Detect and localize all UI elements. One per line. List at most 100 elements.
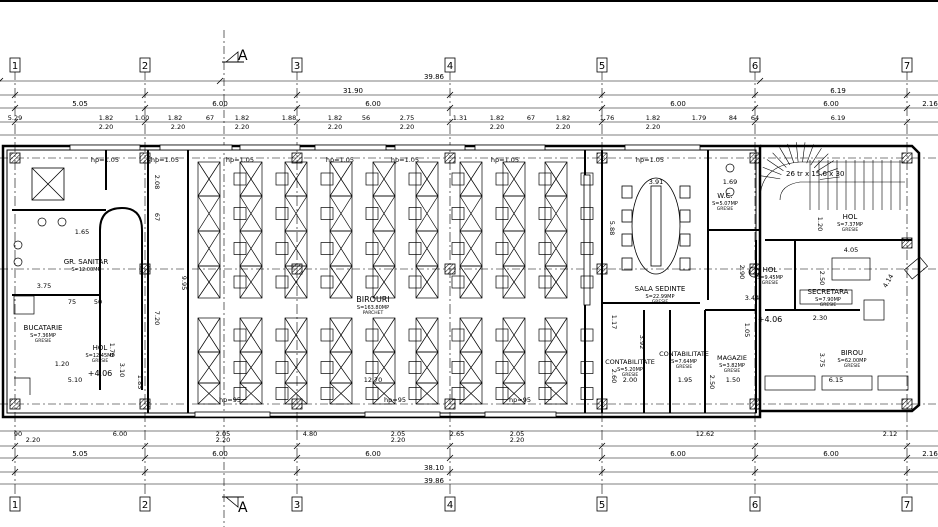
dim-row3-sub-top: 2.20: [99, 123, 113, 131]
window-top: [239, 144, 301, 151]
room-area: S=12.00MP: [71, 267, 100, 273]
dim-row3-sub-top: 2.20: [235, 123, 249, 131]
interior-dim: 2.50: [708, 375, 716, 389]
chair: [451, 328, 465, 342]
sill-label: hp=1.05: [326, 156, 354, 164]
sill-label: hp=1.05: [151, 156, 179, 164]
office-desks: [197, 161, 594, 405]
interior-dim: 3.91: [649, 178, 663, 186]
dim-row2-top: 6.00: [212, 100, 228, 108]
room-finish: GRESIE: [762, 280, 779, 286]
interior-dim: 1.50: [726, 376, 740, 384]
chair: [320, 172, 334, 186]
chair: [320, 207, 334, 220]
dim-row1-bottom: 90: [14, 430, 22, 438]
sill-label: hp=1.05: [91, 156, 119, 164]
sill-label: hp=1.05: [226, 156, 254, 164]
room-area: S=7.90MP: [815, 297, 841, 303]
axis-label-box: [749, 57, 761, 73]
windows: [69, 144, 701, 418]
interior-dim: 50: [94, 298, 102, 306]
column: [749, 263, 761, 275]
chair: [320, 361, 334, 374]
chair: [275, 361, 289, 374]
room-area: S=62.00MP: [837, 358, 866, 364]
axis-label: 5: [599, 500, 605, 511]
chair: [495, 328, 509, 342]
dim-row1-bottom: 2.05: [391, 430, 405, 438]
sill-label: hp=1.05: [491, 156, 519, 164]
room-area: S=7.64MP: [671, 359, 697, 365]
dim-right-total-top: 6.19: [830, 87, 846, 95]
dim-row3-top: 1.31: [453, 114, 467, 122]
chair: [495, 207, 509, 220]
section-mark-bottom: A: [222, 496, 248, 516]
room-finish: GRESIE: [724, 368, 741, 374]
column: [901, 237, 913, 249]
axis-label-box: [9, 57, 21, 73]
room-finish: GRESIE: [622, 372, 639, 378]
room-finish: GRESIE: [35, 338, 52, 344]
chair: [320, 275, 334, 289]
interior-dim: 4.05: [844, 246, 858, 254]
dim-row1-sub-bottom: 2.20: [391, 436, 405, 444]
level-mark: +4.06: [758, 315, 783, 324]
column: [444, 152, 456, 164]
chair: [320, 328, 334, 342]
axis-label-box: [444, 496, 456, 512]
interior-dim: 6.15: [829, 376, 843, 384]
column: [749, 152, 761, 164]
chair: [621, 257, 633, 271]
column: [139, 152, 151, 164]
axis-label-box: [901, 57, 913, 73]
chair: [275, 207, 289, 220]
dim-row3-top: 1.82: [646, 114, 660, 122]
desk: [502, 265, 526, 299]
section-label-top: A: [238, 48, 248, 64]
dim-row3-top: 1.76: [600, 114, 614, 122]
dim-subtotal-bottom: 38.10: [424, 464, 444, 472]
chair: [495, 242, 509, 255]
interior-dim: 1.85: [136, 375, 144, 389]
chair: [580, 242, 594, 255]
chair: [621, 233, 633, 247]
column: [749, 398, 761, 410]
window-top: [394, 144, 466, 151]
room-name: SALA SEDINTE: [635, 285, 686, 293]
axis-label: 1: [12, 61, 18, 72]
room-area: S=9.45MP: [757, 275, 783, 281]
partition: [583, 174, 591, 306]
chair: [320, 387, 334, 400]
column: [9, 152, 21, 164]
sill-label: hp=1.05: [636, 156, 664, 164]
interior-dim: 4.14: [881, 273, 895, 290]
room-area: S=22.99MP: [645, 294, 674, 300]
room-name: HOL: [763, 266, 778, 274]
desk: [329, 265, 353, 299]
chair: [451, 242, 465, 255]
axis-label: 5: [599, 61, 605, 72]
desk: [197, 265, 221, 299]
stairs: 26 tr x 15.6 x 30: [759, 142, 905, 210]
dim-row2-top: 6.00: [823, 100, 839, 108]
dim-row2-bottom: 6.00: [670, 450, 686, 458]
interior-dim: 9.95: [180, 276, 188, 290]
chair: [408, 387, 422, 400]
dim-row2-top: 2.16: [922, 100, 938, 108]
dim-row2-top: 6.00: [365, 100, 381, 108]
chair: [495, 275, 509, 289]
dim-row3-top: 2.75: [400, 114, 414, 122]
sill-label: hp=95: [509, 396, 531, 404]
interior-dim: 3.75: [818, 353, 826, 367]
elevator-shaft: [31, 167, 65, 201]
axis-label: 2: [142, 500, 148, 511]
interior-dim: 7.20: [153, 311, 161, 325]
chair: [679, 209, 691, 223]
dim-total-top: 39.86: [424, 73, 445, 81]
window-top: [69, 144, 141, 151]
column: [139, 263, 151, 275]
axis-label-box: [596, 57, 608, 73]
interior-dim: 2.00: [623, 376, 637, 384]
interior-dim: 2.30: [813, 314, 827, 322]
